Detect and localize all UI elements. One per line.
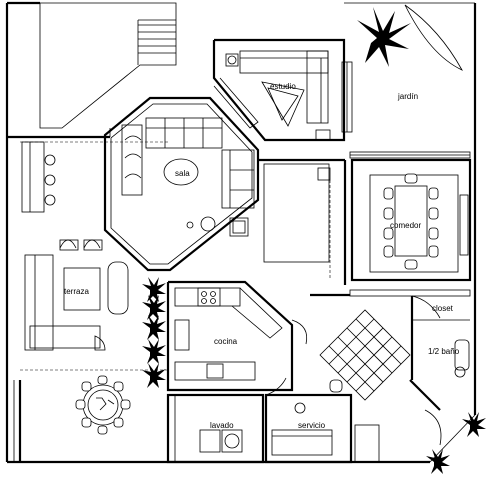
label-estudio: estudio: [270, 82, 296, 91]
label-cocina: cocina: [214, 337, 238, 346]
patio-table: [75, 375, 131, 435]
closet-bath: [349, 289, 471, 380]
estudio-room: [212, 38, 353, 142]
dining-chairs: [383, 173, 439, 270]
pool-area: [39, 2, 177, 137]
label-terraza: terraza: [64, 287, 89, 296]
terraza: [20, 141, 170, 371]
label-sala: sala: [175, 169, 190, 178]
staircase: [310, 293, 411, 401]
label-closet: closet: [432, 304, 454, 313]
sala-room: [103, 96, 260, 272]
palm-tree-icon: [357, 7, 411, 67]
label-servicio: servicio: [298, 421, 326, 430]
servicio-room: [264, 377, 380, 464]
comedor-room: [350, 158, 472, 282]
plant-icon: [142, 277, 486, 474]
cocina-room: [166, 280, 308, 392]
label-comedor: comedor: [390, 221, 421, 230]
garden: [344, 2, 475, 159]
label-jardin: jardín: [397, 92, 418, 101]
lavado-room: [166, 393, 265, 464]
outer-walls: [5, 1, 477, 464]
label-lavado: lavado: [210, 421, 234, 430]
label-bano: 1/2 baño: [428, 347, 460, 356]
central-hall: [258, 158, 347, 285]
